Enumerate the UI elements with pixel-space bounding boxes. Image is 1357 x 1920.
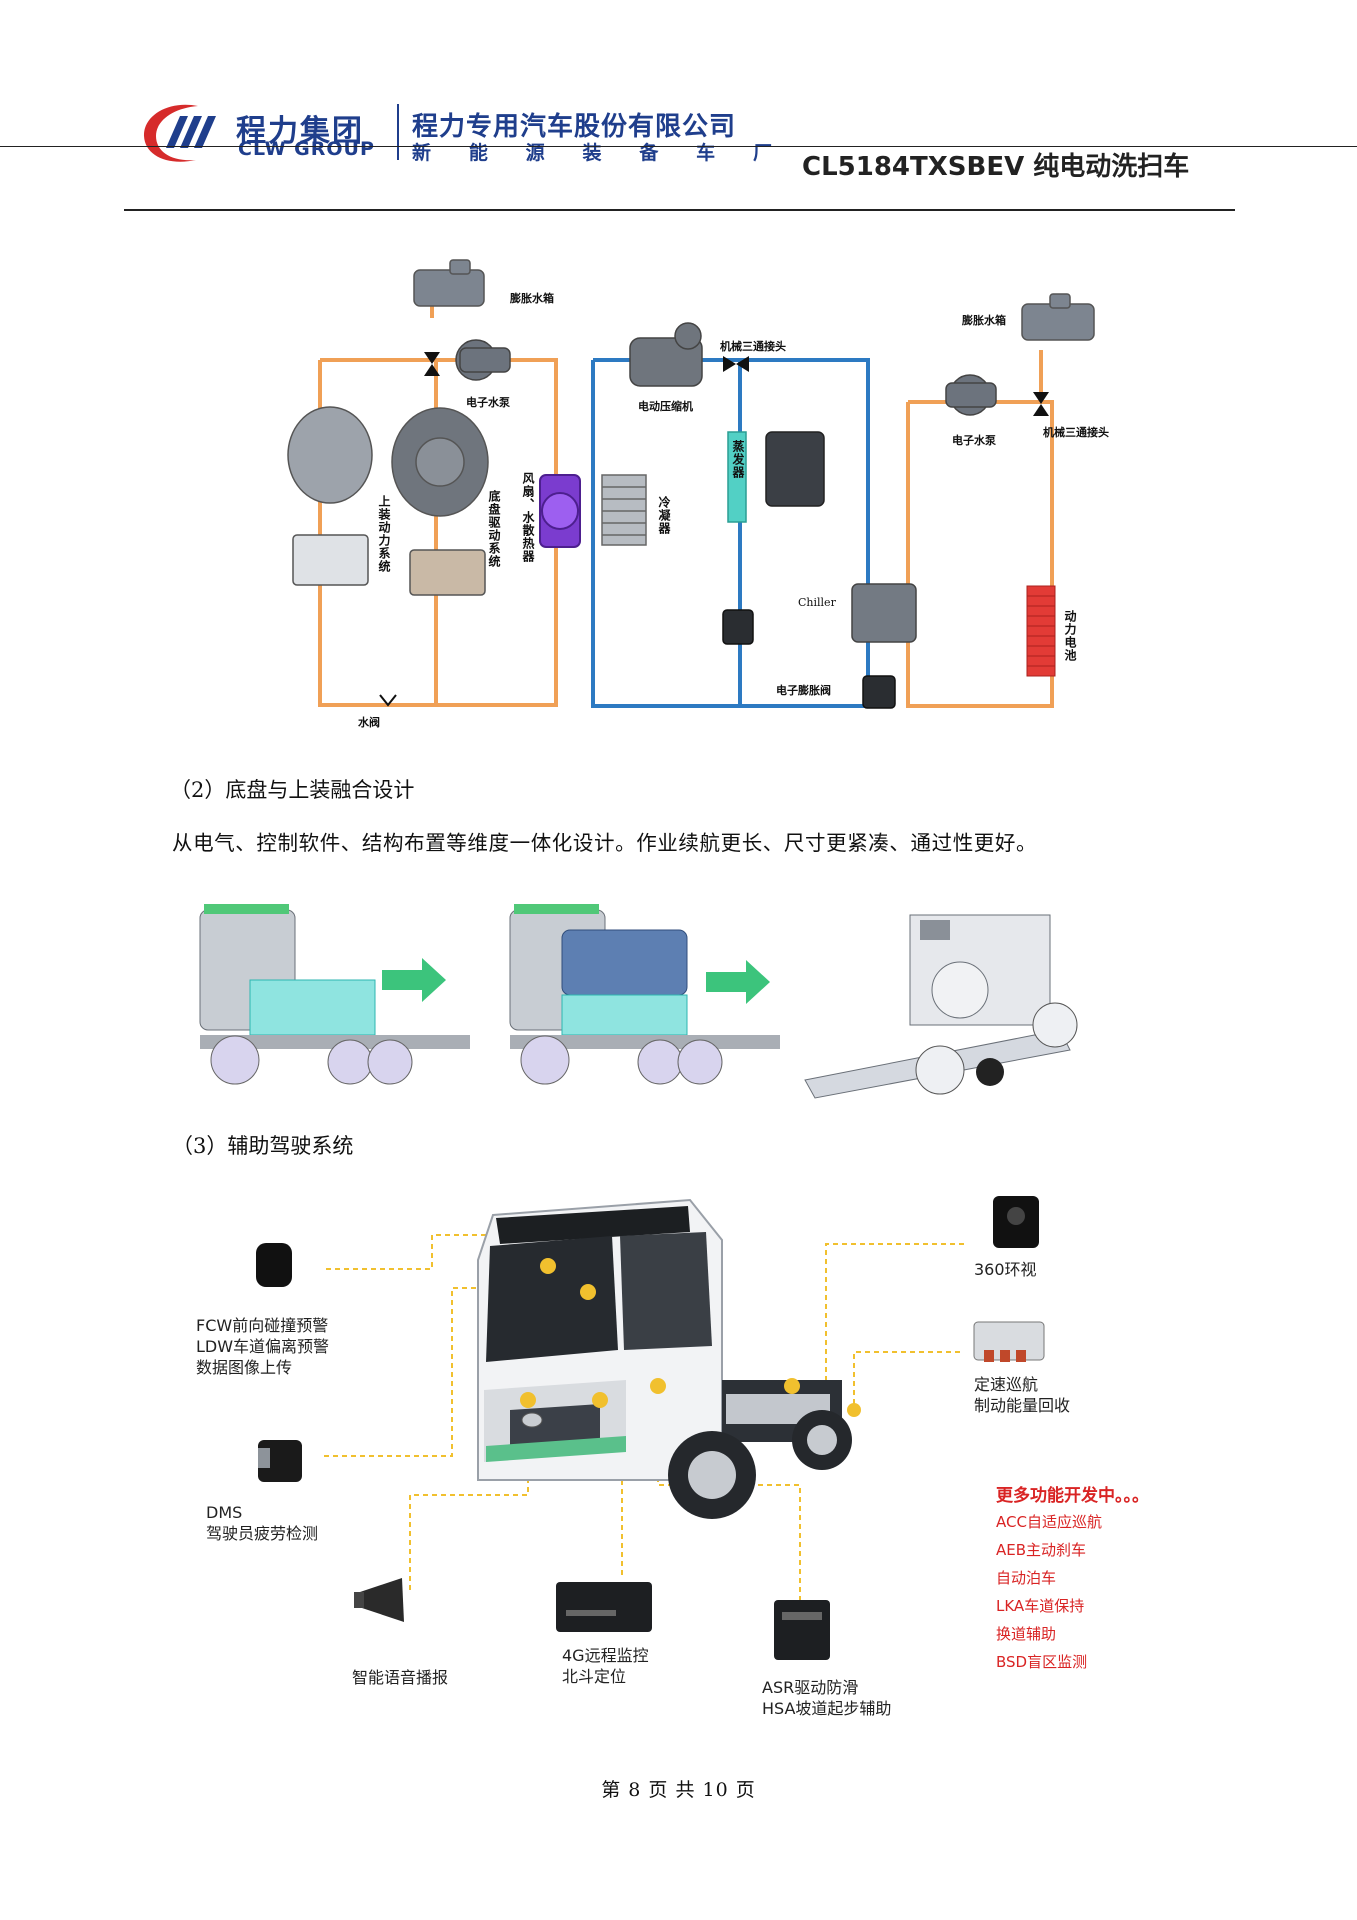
360-camera-icon xyxy=(993,1196,1039,1248)
adas-label-remote: 4G远程监控 北斗定位 xyxy=(562,1645,649,1687)
label-electronic-expansion-valve: 电子膨胀阀 xyxy=(776,684,831,697)
chassis-integration-figure xyxy=(190,900,1095,1100)
page-header: 程力集团 CLW GROUP 程力专用汽车股份有限公司 新 能 源 装 备 车 … xyxy=(0,0,1357,215)
fcw-camera-icon xyxy=(256,1243,292,1287)
adas-label-line: 北斗定位 xyxy=(562,1667,627,1686)
adas-label-line: 制动能量回收 xyxy=(974,1396,1071,1415)
section-2-heading: （2）底盘与上装融合设计 xyxy=(170,778,415,802)
document-title: CL5184TXSBEV 纯电动洗扫车 xyxy=(802,152,1190,182)
chassis-integration-illustration xyxy=(199,904,1078,1099)
more-features-title: 更多功能开发中。。。 xyxy=(996,1486,1149,1506)
company-logo-icon xyxy=(143,104,216,162)
company-subtitle-char: 厂 xyxy=(752,142,772,164)
company-subtitle-char: 能 xyxy=(468,142,488,164)
label-water-valve: 水阀 xyxy=(358,716,380,729)
company-subtitle-char: 源 xyxy=(525,142,545,164)
adas-label-360: 360环视 xyxy=(974,1260,1037,1279)
more-feature-item: AEB主动刹车 xyxy=(996,1541,1087,1559)
adas-label-line: 4G远程监控 xyxy=(562,1646,649,1665)
asr-controller-icon xyxy=(774,1600,830,1660)
4g-recorder-icon xyxy=(556,1582,652,1632)
sweeper-body-wireframe xyxy=(804,914,1078,1099)
more-features-list: ACC自适应巡航 AEB主动刹车 自动泊车 LKA车道保持 换道辅助 BSD盲区… xyxy=(996,1508,1102,1676)
brand-divider xyxy=(397,104,399,160)
truck-chassis-stage-1 xyxy=(199,904,470,1085)
label-electric-compressor: 电动压缩机 xyxy=(638,400,693,413)
more-feature-item: LKA车道保持 xyxy=(996,1597,1085,1615)
label-upper-power-system: 上装动力系统 xyxy=(377,495,391,573)
adas-label-line: DMS xyxy=(206,1503,243,1522)
adas-label-dms: DMS 驾驶员疲劳检测 xyxy=(206,1502,318,1544)
label-tee-right: 机械三通接头 xyxy=(1043,426,1109,439)
thermal-management-diagram: 膨胀水箱 电子水泵 上装动力系统 底盘驱动系统 风扇、水散热器 水阀 电动压缩机… xyxy=(0,0,1357,740)
more-feature-item: ACC自适应巡航 xyxy=(996,1513,1102,1531)
truck-chassis-stage-2 xyxy=(509,904,780,1085)
label-expansion-tank-right: 膨胀水箱 xyxy=(962,314,1006,327)
label-expansion-tank-left: 膨胀水箱 xyxy=(510,292,554,305)
company-subtitle-char: 车 xyxy=(696,142,716,164)
adas-label-line: FCW前向碰撞预警 xyxy=(196,1316,329,1335)
label-chiller: Chiller xyxy=(798,596,836,609)
label-fan-radiator: 风扇、水散热器 xyxy=(521,472,535,563)
more-feature-item: 换道辅助 xyxy=(996,1625,1057,1643)
company-subtitle: 新 能 源 装 备 车 厂 xyxy=(412,138,772,165)
adas-label-asr: ASR驱动防滑 HSA坡道起步辅助 xyxy=(762,1677,891,1719)
adas-label-cruise: 定速巡航 制动能量回收 xyxy=(974,1374,1070,1416)
brand-name-en: CLW GROUP xyxy=(238,138,375,160)
section-3-heading: （3）辅助驾驶系统 xyxy=(172,1134,354,1158)
thermal-diagram-pipes xyxy=(287,259,1095,709)
label-pump-right: 电子水泵 xyxy=(952,434,996,447)
company-name: 程力专用汽车股份有限公司 xyxy=(412,112,737,142)
more-feature-item: 自动泊车 xyxy=(996,1569,1057,1587)
dms-camera-icon xyxy=(258,1440,302,1482)
label-chassis-drive-system: 底盘驱动系统 xyxy=(487,490,501,568)
label-power-battery: 动力电池 xyxy=(1063,610,1077,662)
company-subtitle-char: 新 xyxy=(412,142,432,164)
page-number: 第 8 页 共 10 页 xyxy=(601,1779,756,1801)
adas-label-line: 数据图像上传 xyxy=(196,1358,293,1377)
label-condenser: 冷凝器 xyxy=(657,496,671,535)
header-rule-top xyxy=(0,146,1357,147)
speaker-icon xyxy=(354,1578,404,1622)
company-subtitle-char: 装 xyxy=(582,142,602,164)
adas-label-voice: 智能语音播报 xyxy=(352,1668,449,1687)
more-feature-item: BSD盲区监测 xyxy=(996,1653,1088,1671)
adas-label-line: ASR驱动防滑 xyxy=(762,1678,859,1697)
adas-label-line: HSA坡道起步辅助 xyxy=(762,1699,892,1718)
label-pump-left: 电子水泵 xyxy=(466,396,510,409)
company-subtitle-char: 备 xyxy=(639,142,659,164)
adas-label-line: 驾驶员疲劳检测 xyxy=(206,1524,319,1543)
header-rule-bottom xyxy=(124,209,1235,211)
brand-name-cn: 程力集团 xyxy=(236,114,364,149)
label-tee-middle: 机械三通接头 xyxy=(720,340,786,353)
section-2-paragraph: 从电气、控制软件、结构布置等维度一体化设计。作业续航更长、尺寸更紧凑、通过性更好… xyxy=(172,831,1038,855)
adas-truck-body xyxy=(477,1198,842,1481)
label-evaporator: 蒸发器 xyxy=(731,440,745,479)
cruise-controller-icon xyxy=(973,1321,1045,1362)
adas-label-line: 定速巡航 xyxy=(974,1375,1039,1394)
adas-label-line: LDW车道偏离预警 xyxy=(196,1337,330,1356)
adas-label-fcw: FCW前向碰撞预警 LDW车道偏离预警 数据图像上传 xyxy=(196,1315,329,1378)
